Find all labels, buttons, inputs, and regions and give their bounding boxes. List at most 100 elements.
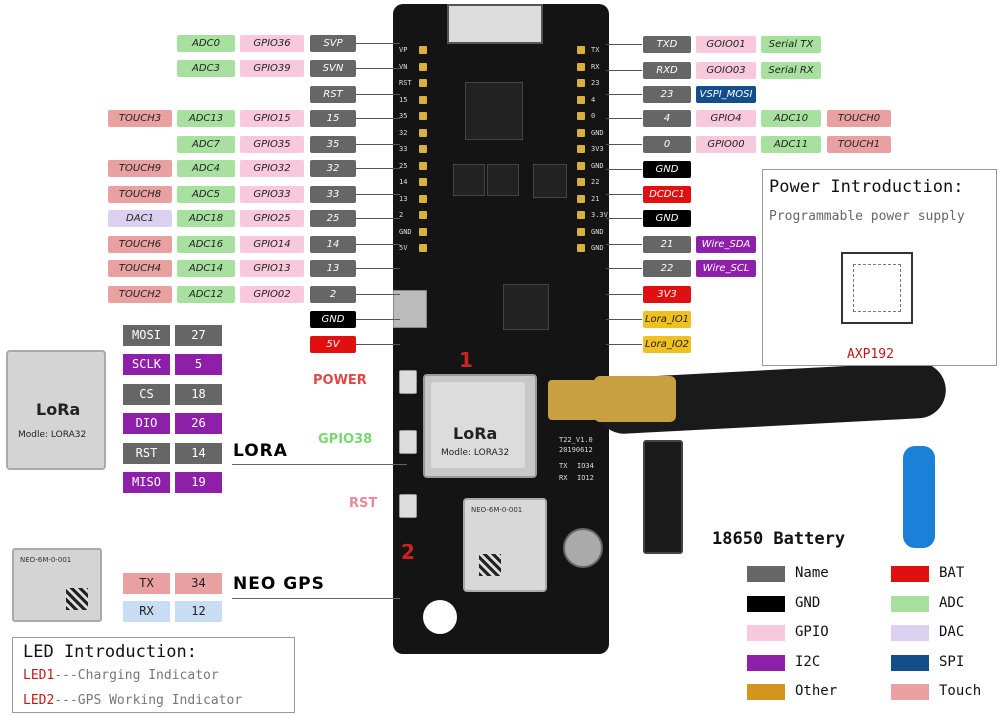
axp192-label: AXP192 <box>847 347 894 362</box>
left-adc-label: ADC18 <box>177 210 235 227</box>
right-pad <box>577 145 585 153</box>
board-gps-module: NEO-6M-0-001 <box>463 498 547 592</box>
left-touch-label: TOUCH3 <box>108 110 172 127</box>
right-lower-label: Wire_SDA <box>696 236 756 253</box>
right-lower-label: DCDC1 <box>643 186 691 203</box>
right-pad <box>577 194 585 203</box>
left-adc-label: ADC13 <box>177 110 235 127</box>
left-pad-silk: VP <box>399 46 408 54</box>
left-pin-wire <box>356 244 400 245</box>
legend-label: BAT <box>939 565 965 581</box>
board-date: 20190612 <box>559 446 593 454</box>
rst-button[interactable] <box>399 494 417 518</box>
lora-pin-num: 26 <box>175 413 222 435</box>
left-touch-label: TOUCH2 <box>108 286 172 303</box>
right-pin-wire <box>606 144 642 145</box>
right-pad-silk: 4 <box>591 95 596 104</box>
right-spi-label: VSPI_MOSI <box>696 86 756 103</box>
right-pad <box>577 178 585 186</box>
left-pin-wire <box>356 294 400 295</box>
led1-marker: 1 <box>459 348 473 372</box>
antenna-base <box>594 376 676 422</box>
right-gpio-label: GOIO03 <box>696 62 756 79</box>
right-pad-silk: GND <box>591 161 604 170</box>
legend-label: Name <box>795 565 829 581</box>
right-pad <box>577 211 585 219</box>
led2-marker: 2 <box>401 540 415 564</box>
right-lower-wire <box>606 319 642 320</box>
left-pin-name: 25 <box>310 210 356 227</box>
board-io34: IO34 <box>577 462 594 470</box>
left-pad-silk: 35 <box>399 112 408 120</box>
legend-label: DAC <box>939 624 965 640</box>
legend-label: Other <box>795 683 838 699</box>
lora-pin-name: MOSI <box>123 325 170 346</box>
right-pad <box>577 112 585 120</box>
left-pad-silk: GND <box>399 227 412 236</box>
right-pin-name: 0 <box>643 136 691 153</box>
board-lora-model: Modle: LORA32 <box>441 448 510 458</box>
wifi-module <box>447 4 543 44</box>
right-pad <box>577 79 585 87</box>
legend-swatch <box>747 654 785 671</box>
left-adc-label: ADC7 <box>177 136 235 153</box>
right-pad-silk: 0 <box>591 112 596 120</box>
gpio38-button[interactable] <box>399 430 417 454</box>
left-pad <box>419 95 427 104</box>
left-pin-wire <box>356 94 400 95</box>
left-gpio-label: GPIO33 <box>240 186 304 203</box>
left-pin-wire <box>356 168 400 169</box>
power-intro-subtitle: Programmable power supply <box>769 209 965 224</box>
left-gpio-label: GPIO15 <box>240 110 304 127</box>
right-pin-name: 23 <box>643 86 691 103</box>
right-extra-label: Serial RX <box>761 62 821 79</box>
right-pad-silk: 3.3V <box>591 211 608 219</box>
legend-label: GPIO <box>795 624 829 640</box>
left-pad-silk: 32 <box>399 128 408 137</box>
right-pad <box>577 227 585 236</box>
left-touch-label: TOUCH4 <box>108 260 172 277</box>
left-pin-name: 14 <box>310 236 356 253</box>
right-lower-wire <box>606 218 642 219</box>
right-pad <box>577 161 585 170</box>
board-lora-module: LoRa Modle: LORA32 <box>423 374 537 478</box>
led1-name: LED1 <box>23 668 55 683</box>
sma-connector <box>548 380 598 420</box>
right-lower-label: GND <box>643 210 691 227</box>
left-pad <box>419 161 427 170</box>
left-pad-silk: 13 <box>399 194 408 203</box>
regulator-chip-3 <box>533 164 567 198</box>
left-pin-name: 32 <box>310 160 356 177</box>
lora-pin-name: RST <box>123 442 170 464</box>
left-touch-label: TOUCH9 <box>108 160 172 177</box>
lora-pin-num: 27 <box>175 325 222 346</box>
lora-pin-name: DIO <box>123 413 170 435</box>
led2-desc: ---GPS Working Indicator <box>54 693 243 708</box>
power-button[interactable] <box>399 370 417 394</box>
left-pin-name: 33 <box>310 186 356 203</box>
right-extra-label: ADC11 <box>761 136 821 153</box>
right-lower-wire <box>606 294 642 295</box>
left-pad <box>419 128 427 137</box>
led2-name: LED2 <box>23 693 55 708</box>
legend-label: GND <box>795 594 821 611</box>
lora-pin-name: MISO <box>123 472 170 493</box>
left-adc-label: ADC5 <box>177 186 235 203</box>
left-gpio-label: GPIO32 <box>240 160 304 177</box>
right-pin-name: RXD <box>643 62 691 79</box>
right-pad-silk: 22 <box>591 178 600 186</box>
left-pad-silk: 5V <box>399 244 408 252</box>
rst-button-label: RST <box>349 496 378 511</box>
right-touch-label: TOUCH1 <box>827 136 891 153</box>
left-pin-name: 15 <box>310 110 356 127</box>
right-pin-name: 4 <box>643 110 691 127</box>
left-power-label: GND <box>310 311 356 328</box>
battery-title: 18650 Battery <box>712 529 846 549</box>
left-pin-name: SVP <box>310 35 356 52</box>
gps-pin-num: 34 <box>175 573 222 594</box>
legend-swatch <box>891 625 929 641</box>
right-pad <box>577 95 585 104</box>
left-pad-silk: 25 <box>399 161 408 170</box>
right-lower-label: Lora_IO1 <box>643 311 691 328</box>
